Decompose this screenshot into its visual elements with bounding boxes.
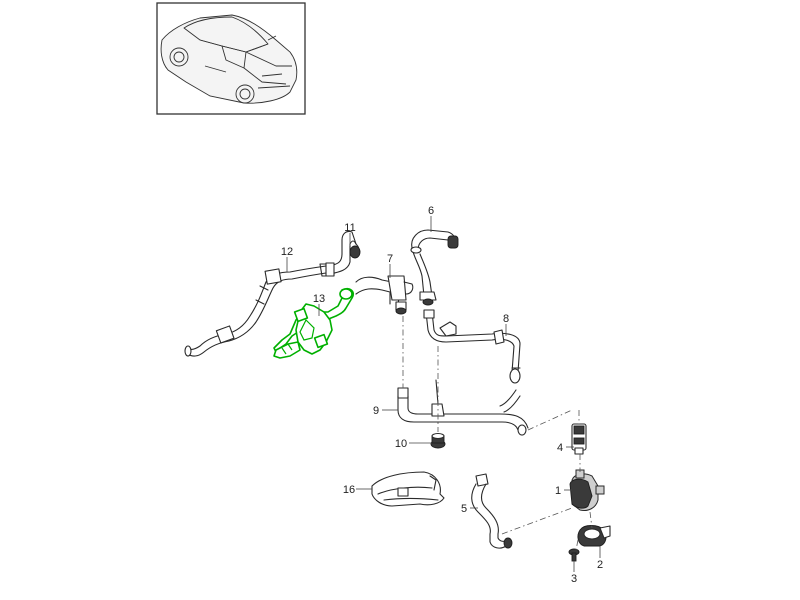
part-12-hose — [184, 263, 331, 357]
callout-11: 11 — [344, 222, 355, 234]
part-7-hose — [355, 275, 414, 315]
part-9-hose — [397, 379, 529, 436]
callout-labels: 12 11 6 7 13 8 9 10 4 1 5 16 2 3 — [281, 205, 603, 585]
callout-1: 1 — [555, 485, 561, 497]
part-10-grommet — [430, 432, 446, 449]
part-3-screw — [568, 548, 580, 562]
part-4-connector — [571, 423, 587, 455]
callout-3: 3 — [571, 573, 577, 585]
part-1-water-pump — [569, 469, 605, 511]
callout-7: 7 — [387, 253, 393, 265]
callout-10: 10 — [395, 438, 407, 450]
callout-16: 16 — [343, 484, 355, 496]
callout-2: 2 — [597, 559, 603, 571]
part-11-hose — [325, 230, 361, 277]
part-16-cover — [371, 471, 445, 507]
part-8-hose — [423, 309, 521, 384]
car-illustration — [160, 14, 298, 104]
part-6-hose — [410, 229, 459, 306]
callout-6: 6 — [428, 205, 434, 217]
part-5-hose — [471, 473, 513, 549]
part-13-thermostat-housing — [273, 287, 355, 359]
leader-lines — [286, 216, 601, 572]
part-2-bracket — [577, 525, 611, 547]
callout-5: 5 — [461, 503, 467, 515]
callout-9: 9 — [373, 405, 379, 417]
vehicle-thumbnail — [156, 2, 306, 115]
callout-4: 4 — [557, 442, 563, 454]
callout-8: 8 — [503, 313, 509, 325]
assembly-lines — [402, 316, 593, 551]
callout-13: 13 — [313, 293, 325, 305]
callout-12: 12 — [281, 246, 293, 258]
